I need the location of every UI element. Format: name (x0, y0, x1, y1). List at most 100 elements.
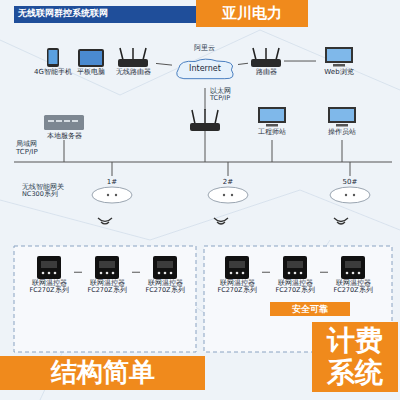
annotation-label: 无线智能网关 NC300系列 (22, 184, 86, 199)
device-icon-node: 平板电脑 (72, 46, 110, 76)
network-link (238, 63, 248, 64)
thermostat-key (158, 272, 161, 275)
phone-body (47, 48, 59, 67)
cloud-node: Internet (172, 56, 238, 81)
lan-drop (342, 140, 343, 162)
server-slot (72, 120, 78, 122)
antenna (253, 48, 256, 60)
node-label: 联网温控器 FC270Z系列 (24, 280, 74, 295)
router-body (118, 59, 148, 67)
lan-drop (64, 140, 65, 162)
device-icon (320, 106, 364, 128)
ethernet-wire (205, 88, 206, 110)
brand-banner: 亚川电力 (196, 0, 308, 27)
device-icon (34, 46, 72, 68)
thermostat-body (225, 256, 249, 279)
gateway-led (345, 194, 347, 196)
node-label: Internet (189, 64, 221, 73)
device-icon (140, 256, 190, 280)
gateway-led (107, 194, 109, 196)
phone-screen (49, 50, 58, 64)
node-label: 无线路由器 (116, 68, 151, 76)
device-icon (328, 256, 378, 280)
wifi-symbol (334, 218, 348, 224)
node-label: 联网温控器 FC270Z系列 (140, 280, 190, 295)
node-label: Web浏览 (324, 68, 353, 76)
antenna (215, 110, 218, 124)
thermostat-key (42, 272, 45, 275)
device-icon (36, 112, 92, 132)
thermostat-body (37, 256, 61, 279)
antenna (143, 48, 146, 60)
gateway-disc (330, 187, 370, 203)
antenna (192, 110, 195, 124)
server-slot (48, 120, 54, 122)
device-icon (90, 186, 134, 204)
lan-drop (112, 162, 113, 176)
network-link (74, 272, 82, 273)
thermostat-display (99, 261, 115, 268)
thermostat-key (236, 272, 239, 275)
monitor-node: 工程师站 (250, 106, 294, 136)
texture-line (0, 30, 400, 95)
tablet-screen (80, 51, 102, 65)
thermostat-body (283, 256, 307, 279)
device-icon (248, 46, 284, 68)
node-label: 2# (223, 178, 233, 186)
monitor-node: 操作员站 (320, 106, 364, 136)
node-label: 工程师站 (258, 128, 286, 136)
thermostat-key (48, 272, 51, 275)
thermostat-key (112, 272, 115, 275)
node-label: 本地服务器 (47, 132, 82, 140)
thermostat-key (100, 272, 103, 275)
device-icon (110, 46, 156, 68)
thermostat-key (54, 272, 57, 275)
thermostat-key (170, 272, 173, 275)
lan-drop (272, 140, 273, 162)
device-icon (82, 256, 132, 280)
thermostat-node: 联网温控器 FC270Z系列 (24, 256, 74, 295)
device-icon (270, 256, 320, 280)
thermostat-key (294, 272, 297, 275)
thermostat-display (345, 261, 361, 268)
device-icon-node: 4G智能手机 (34, 46, 72, 76)
router-node: 路由器 (248, 46, 284, 76)
antenna (120, 48, 123, 60)
node-label: 1# (107, 178, 117, 186)
node-label: 平板电脑 (77, 68, 105, 76)
banner-text: 计费系统 (318, 325, 392, 389)
thermostat-key (164, 272, 167, 275)
thermostat-display (287, 261, 303, 268)
network-link (320, 272, 328, 273)
thermostat-key (300, 272, 303, 275)
device-icon (24, 256, 74, 280)
wifi-symbol (98, 218, 112, 224)
device-icon (206, 186, 250, 204)
thermostat-key (242, 272, 245, 275)
thermostat-key (288, 272, 291, 275)
thermostat-display (157, 261, 173, 268)
gateway-node: 1# (90, 178, 134, 204)
thermostat-display (229, 261, 245, 268)
thermostat-node: 联网温控器 FC270Z系列 (82, 256, 132, 295)
feature-banner: 结构简单 (0, 356, 205, 390)
thermostat-body (95, 256, 119, 279)
diagram-title: 无线联网群控系统联网 (18, 8, 108, 18)
banner-text: 结构简单 (51, 358, 155, 388)
node-label: 联网温控器 FC270Z系列 (82, 280, 132, 295)
antenna (276, 48, 279, 60)
banner-text: 亚川电力 (222, 5, 282, 22)
gateway-led (115, 194, 117, 196)
antenna (265, 48, 267, 60)
monitor-node: Web浏览 (316, 46, 362, 76)
device-icon (328, 186, 372, 204)
monitor-stand (266, 124, 278, 127)
banner-text: 安全可靠 (292, 304, 328, 314)
router-body (251, 59, 281, 67)
monitor-frame (258, 107, 286, 123)
gateway-node: 2# (206, 178, 250, 204)
monitor-stand (336, 124, 348, 127)
lan-drop (228, 162, 229, 176)
device-icon (250, 106, 294, 128)
annotation-label: 局域网 TCP/IP (16, 140, 50, 156)
